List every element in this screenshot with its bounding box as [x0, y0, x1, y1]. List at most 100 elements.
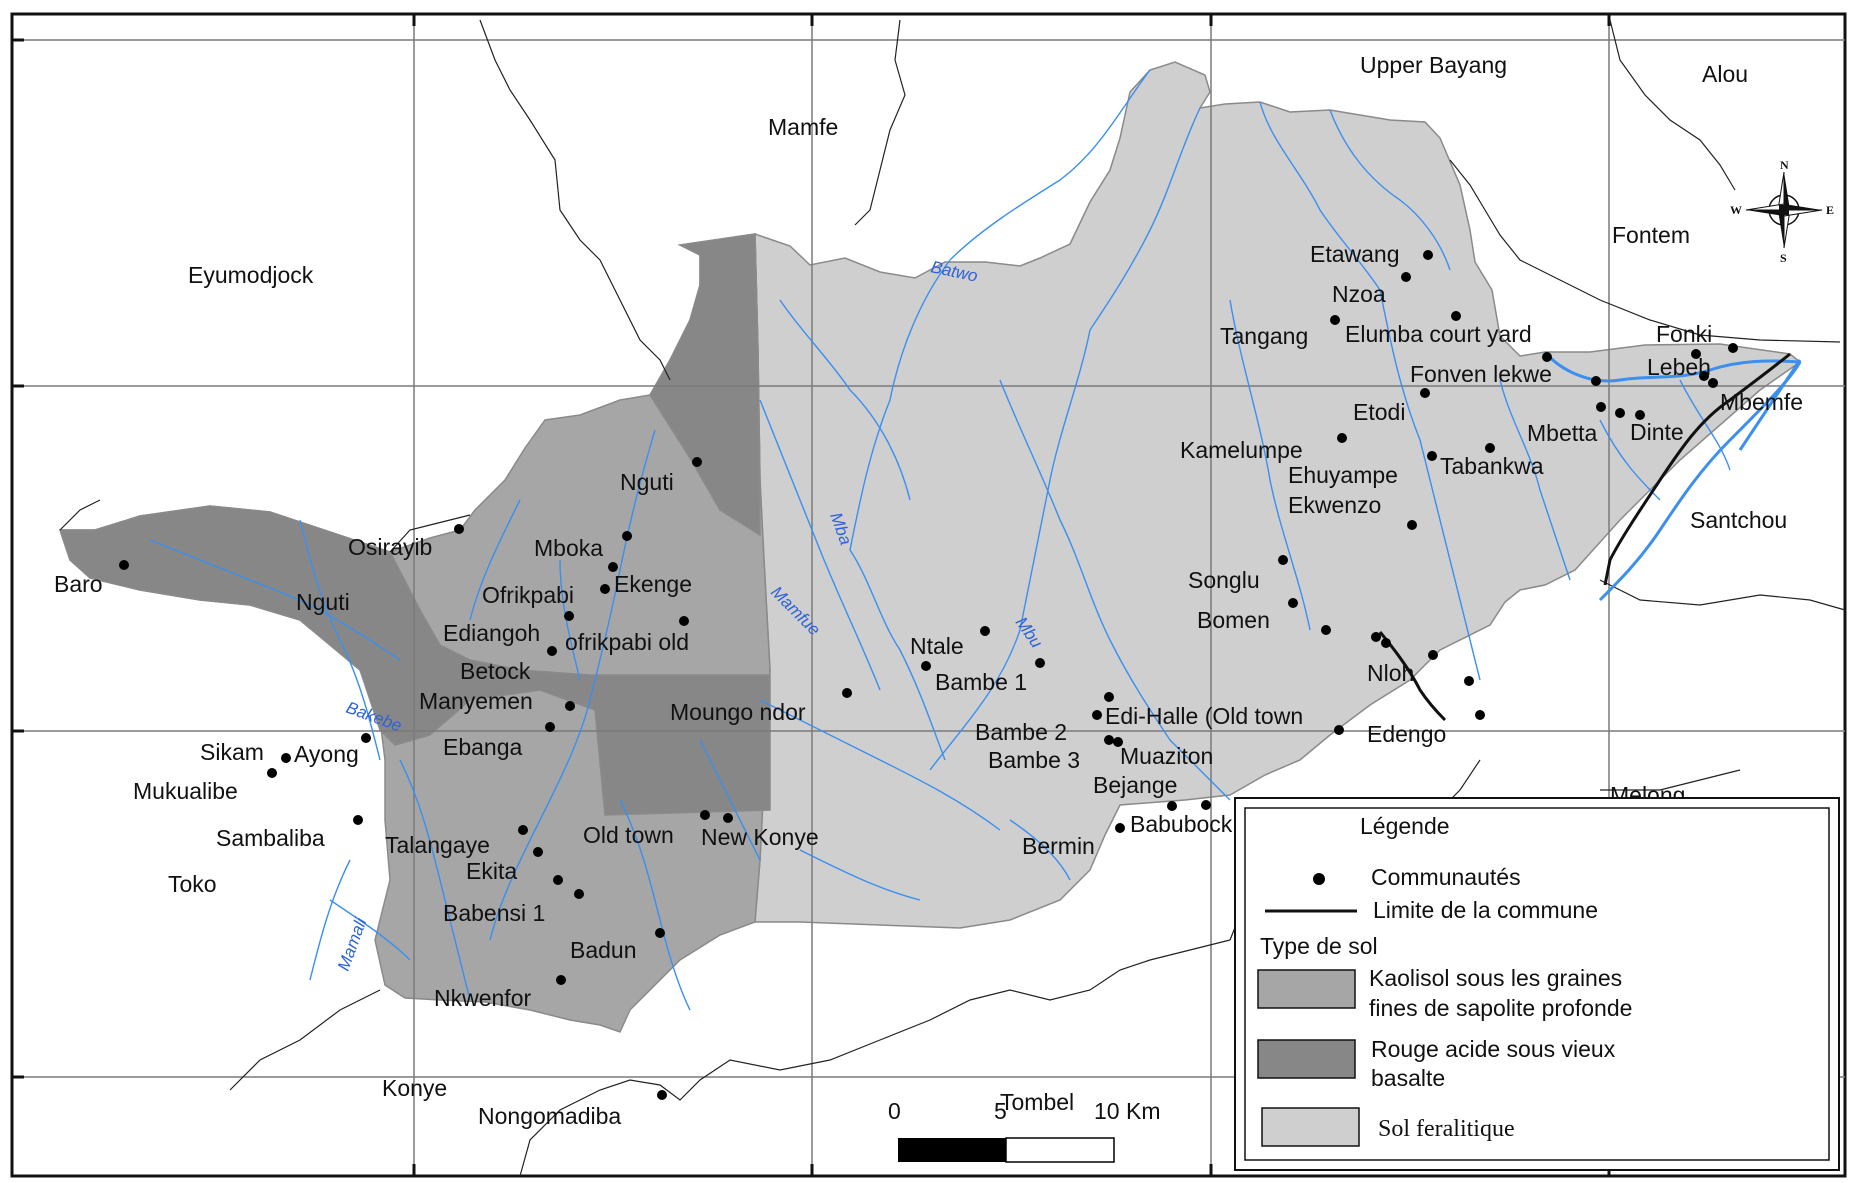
label-edi-halle: Edi-Halle (Old town: [1105, 703, 1303, 729]
community-dot: [533, 847, 543, 857]
community-dot: [657, 1090, 667, 1100]
region-toko: Toko: [168, 871, 217, 897]
label-bambe2: Bambe 2: [975, 719, 1067, 745]
community-dot: [1428, 650, 1438, 660]
community-dot: [574, 889, 584, 899]
commune-boundary: [1378, 352, 1791, 722]
community-dot: [622, 531, 632, 541]
community-dot: [1407, 520, 1417, 530]
label-ekwenzo: Ekwenzo: [1288, 492, 1381, 518]
community-dot: [655, 928, 665, 938]
legend-soil3: Sol feralitique: [1378, 1116, 1515, 1142]
community-dot: [1201, 800, 1211, 810]
label-songlu: Songlu: [1188, 567, 1260, 593]
community-dot: [1464, 676, 1474, 686]
label-nongomadiba: Nongomadiba: [478, 1103, 621, 1129]
community-dot: [1288, 598, 1298, 608]
label-babensi: Babensi 1: [443, 900, 545, 926]
label-nkwenfor: Nkwenfor: [434, 985, 531, 1011]
scale-bar: 0 5 10 Km: [888, 1098, 1160, 1163]
community-dot: [454, 524, 464, 534]
community-dot: [1278, 555, 1288, 565]
graticule: [12, 14, 1845, 1176]
community-dot: [1691, 349, 1701, 359]
zone-sol-feralitique: [754, 61, 1802, 929]
label-baro: Baro: [54, 571, 103, 597]
community-dot: [1708, 378, 1718, 388]
legend-swatch-rouge-acide: [1257, 1039, 1356, 1079]
label-nguti-village: Nguti: [620, 469, 674, 495]
community-dot: [1381, 638, 1391, 648]
label-nzoa: Nzoa: [1332, 281, 1386, 307]
label-fonki: Fonki: [1656, 321, 1712, 347]
label-ehuyampe: Ehuyampe: [1288, 462, 1398, 488]
label-bambe3: Bambe 3: [988, 747, 1080, 773]
compass-s: S: [1780, 251, 1787, 265]
community-dot: [518, 825, 528, 835]
community-dot: [1401, 272, 1411, 282]
community-dot: [1334, 725, 1344, 735]
legend: Légende Communautés Limite de la commune…: [1234, 797, 1840, 1171]
community-dot: [1035, 658, 1045, 668]
scale-tick-0: 0: [888, 1098, 901, 1124]
graticule-ticks: [12, 14, 1611, 1176]
community-dot: [600, 584, 610, 594]
community-dot: [1321, 625, 1331, 635]
label-nguti-region: Nguti: [296, 589, 350, 615]
label-lebeh: Lebeh: [1647, 354, 1711, 380]
label-etodi: Etodi: [1353, 399, 1405, 425]
legend-community-symbol: [1313, 873, 1325, 885]
community-dot: [1485, 443, 1495, 453]
legend-swatch-feralitique: [1261, 1107, 1360, 1147]
region-upper-bayang: Upper Bayang: [1360, 52, 1507, 78]
community-dot: [1113, 737, 1123, 747]
community-dot: [119, 560, 129, 570]
zone-rouge-acide-north: [649, 233, 761, 537]
community-dot: [361, 733, 371, 743]
scale-tick-10: 10 Km: [1094, 1098, 1160, 1124]
community-dot: [1104, 735, 1114, 745]
compass-e: E: [1826, 203, 1834, 217]
label-osirayib: Osirayib: [348, 534, 432, 560]
label-bambe1: Bambe 1: [935, 669, 1027, 695]
community-dot: [547, 646, 557, 656]
label-elumba: Elumba court yard: [1345, 321, 1532, 347]
label-bermin: Bermin: [1022, 833, 1095, 859]
label-sikam: Sikam: [200, 739, 264, 765]
label-mbetta: Mbetta: [1527, 420, 1598, 446]
community-dot: [1371, 632, 1381, 642]
community-labels: Etawang Nzoa Tangang Elumba court yard F…: [54, 241, 1803, 1129]
legend-soil1-line1: Kaolisol sous les graines: [1369, 965, 1622, 991]
community-dot: [1115, 823, 1125, 833]
label-new-konye: New Konye: [701, 824, 819, 850]
label-edengo: Edengo: [1367, 721, 1446, 747]
community-dot: [1092, 710, 1102, 720]
label-mboka: Mboka: [534, 535, 603, 561]
compass-n: N: [1780, 158, 1789, 172]
label-old-town: Old town: [583, 822, 674, 848]
region-konye: Konye: [382, 1075, 447, 1101]
community-dot: [1475, 710, 1485, 720]
region-fontem: Fontem: [1612, 222, 1690, 248]
community-dot: [1591, 376, 1601, 386]
region-labels: Upper Bayang Alou Mamfe Eyumodjock Fonte…: [168, 52, 1787, 1115]
compass-w: W: [1730, 203, 1742, 217]
label-kamelumpe: Kamelumpe: [1180, 437, 1303, 463]
community-dot: [1596, 402, 1606, 412]
label-talangaye: Talangaye: [385, 832, 490, 858]
zone-rouge-acide-west: [58, 505, 771, 816]
label-mbemfe: Mbemfe: [1720, 389, 1803, 415]
label-babubock: Babubock: [1130, 811, 1233, 837]
label-tangang: Tangang: [1220, 323, 1308, 349]
label-dinte: Dinte: [1630, 419, 1684, 445]
community-dot: [1699, 371, 1709, 381]
label-nloh: Nloh: [1367, 660, 1414, 686]
community-dot: [842, 688, 852, 698]
label-badun: Badun: [570, 937, 637, 963]
community-dot: [921, 661, 931, 671]
community-dot: [1420, 388, 1430, 398]
rivers-thick: [1543, 351, 1802, 602]
community-dot: [1635, 410, 1645, 420]
community-dot: [1423, 250, 1433, 260]
